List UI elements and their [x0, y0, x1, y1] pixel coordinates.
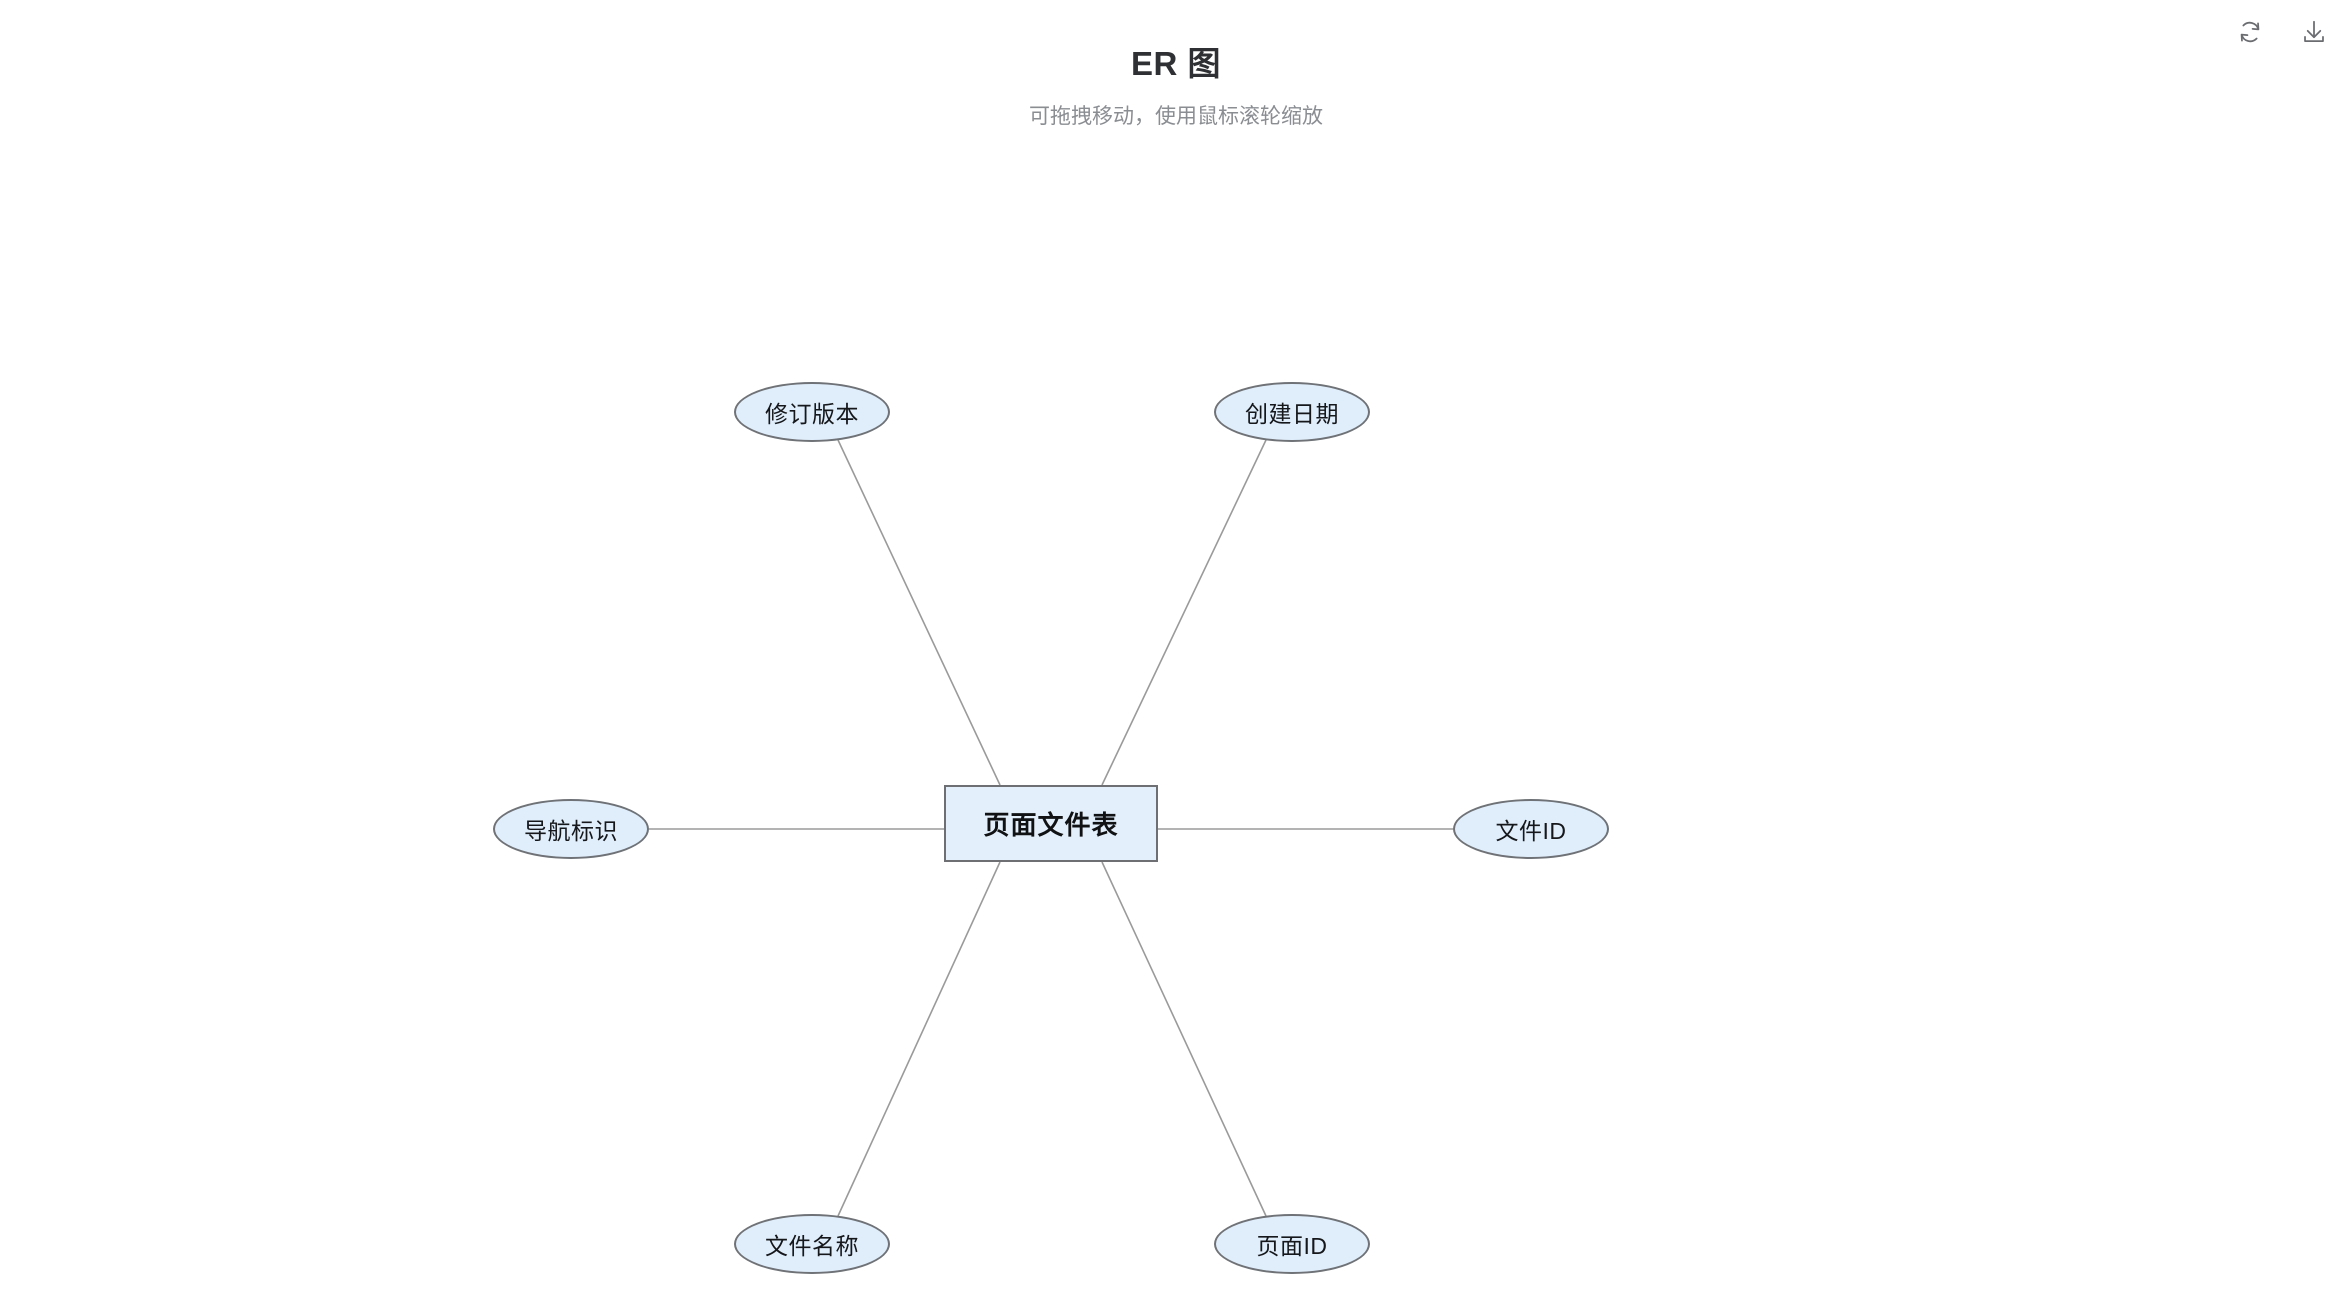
attribute-node[interactable]: 页面ID	[1214, 1214, 1370, 1274]
attribute-node[interactable]: 文件ID	[1453, 799, 1609, 859]
attribute-label: 修订版本	[765, 401, 859, 427]
attribute-node[interactable]: 导航标识	[493, 799, 649, 859]
attribute-label: 文件ID	[1495, 818, 1567, 844]
attribute-label: 导航标识	[524, 818, 618, 844]
refresh-button[interactable]	[2230, 12, 2270, 52]
attribute-label: 创建日期	[1245, 401, 1339, 427]
attribute-node[interactable]: 文件名称	[734, 1214, 890, 1274]
download-icon	[2300, 18, 2328, 46]
refresh-icon	[2236, 18, 2264, 46]
toolbar	[2230, 12, 2334, 52]
download-button[interactable]	[2294, 12, 2334, 52]
attribute-label: 文件名称	[765, 1233, 859, 1259]
edge-line	[1101, 861, 1267, 1217]
entity-label: 页面文件表	[983, 810, 1119, 840]
entity-node[interactable]: 页面文件表	[944, 785, 1158, 862]
edge-line	[1101, 439, 1267, 786]
attribute-node[interactable]: 修订版本	[734, 382, 890, 442]
attribute-label: 页面ID	[1256, 1233, 1328, 1259]
edge-line	[837, 861, 1001, 1217]
attribute-node[interactable]: 创建日期	[1214, 382, 1370, 442]
edge-line	[837, 439, 1001, 786]
